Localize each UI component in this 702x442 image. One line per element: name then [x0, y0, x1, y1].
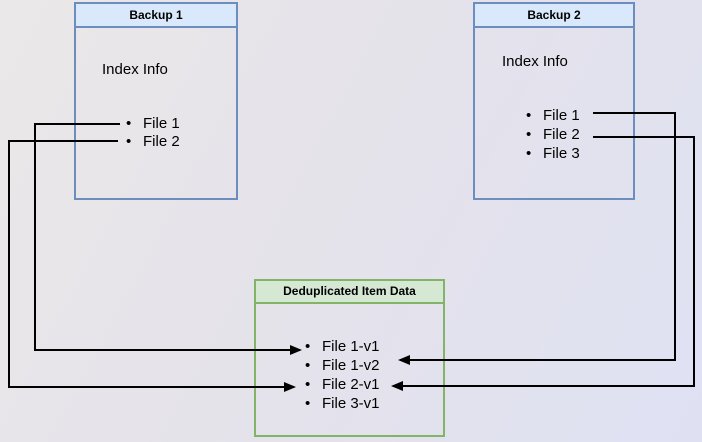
backup2-index-info-label: Index Info	[502, 53, 568, 70]
backup1-index-info-label: Index Info	[102, 61, 168, 78]
backup2-file-item: File 2	[526, 125, 580, 144]
dedup-item: File 2-v1	[305, 375, 380, 394]
dedup-box: Deduplicated Item Data File 1-v1 File 1-…	[254, 279, 445, 437]
backup1-box: Backup 1 Index Info File 1 File 2	[74, 2, 238, 200]
backup2-file-item: File 3	[526, 144, 580, 163]
backup1-title: Backup 1	[76, 4, 236, 28]
dedup-item-list: File 1-v1 File 1-v2 File 2-v1 File 3-v1	[305, 337, 380, 413]
dedup-title: Deduplicated Item Data	[256, 281, 443, 304]
dedup-item: File 1-v2	[305, 356, 380, 375]
backup2-file-list: File 1 File 2 File 3	[526, 106, 580, 163]
backup1-file-list: File 1 File 2	[126, 115, 180, 151]
dedup-item: File 1-v1	[305, 337, 380, 356]
dedup-item: File 3-v1	[305, 394, 380, 413]
backup2-box: Backup 2 Index Info File 1 File 2 File 3	[473, 2, 635, 200]
backup2-title: Backup 2	[475, 4, 633, 28]
backup1-file-item: File 1	[126, 115, 180, 133]
backup2-file-item: File 1	[526, 106, 580, 125]
backup1-file-item: File 2	[126, 133, 180, 151]
